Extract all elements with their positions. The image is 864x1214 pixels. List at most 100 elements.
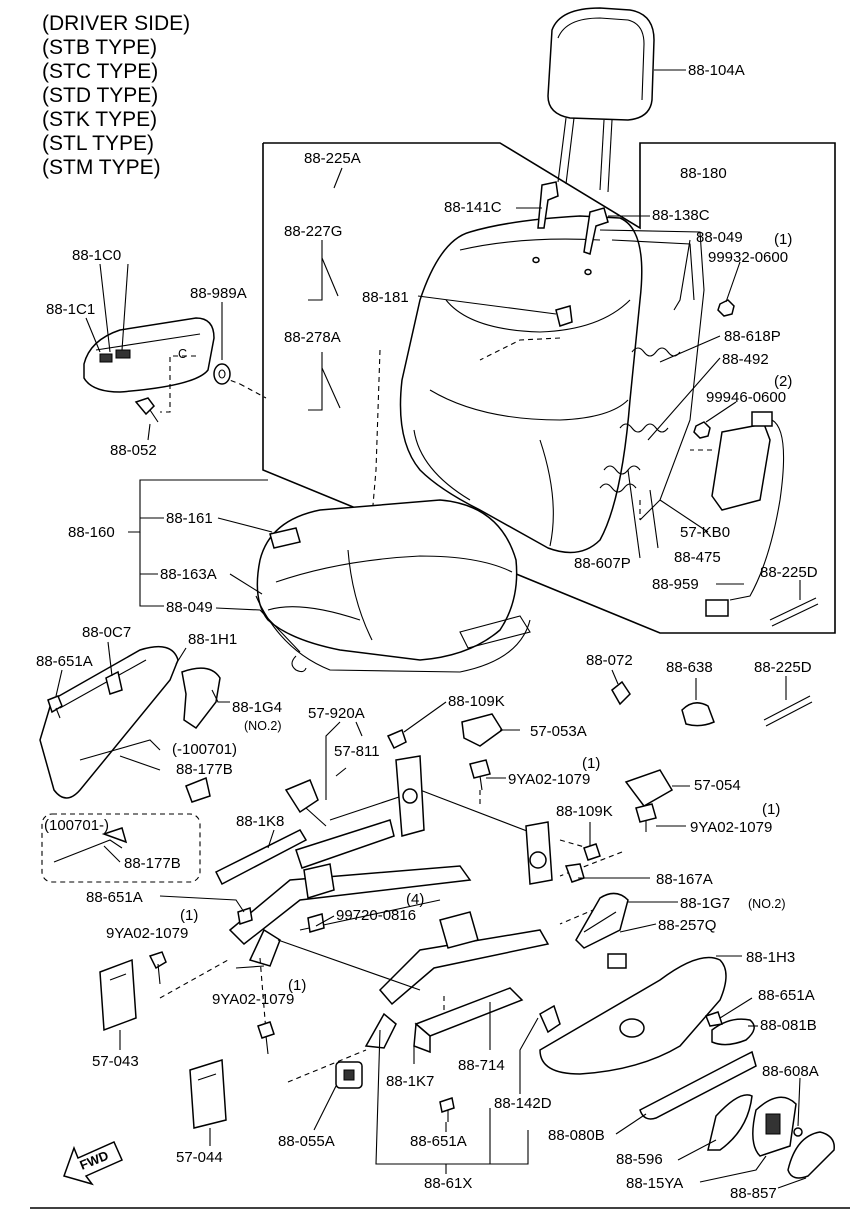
title-line: (STB TYPE) bbox=[42, 36, 157, 59]
part-label: 88-104A bbox=[688, 62, 745, 79]
part-label: 88-651A bbox=[410, 1133, 467, 1150]
part-label: 99946-0600 bbox=[706, 389, 786, 406]
part-label: 99720-0816 bbox=[336, 907, 416, 924]
part-labels: 88-104A 88-180 88-225A 88-141C 88-138C 8… bbox=[36, 62, 819, 1202]
title-line: (STD TYPE) bbox=[42, 84, 158, 107]
part-label: 9YA02-1079 bbox=[106, 925, 188, 942]
seat-track-illustration bbox=[159, 755, 623, 1083]
part-label: 88-607P bbox=[574, 555, 631, 572]
part-label: 9YA02-1079 bbox=[212, 991, 294, 1008]
part-label: 88-109K bbox=[448, 693, 505, 710]
title-line: (STM TYPE) bbox=[42, 156, 161, 179]
title-line: (DRIVER SIDE) bbox=[42, 12, 190, 35]
part-label: 88-181 bbox=[362, 289, 409, 306]
part-label: 57-811 bbox=[334, 743, 380, 760]
part-label: 88-180 bbox=[680, 165, 727, 182]
part-label: 88-177B bbox=[124, 855, 181, 872]
label-leaders bbox=[55, 69, 807, 1189]
seat-cushion-illustration bbox=[255, 499, 531, 673]
part-label: 88-072 bbox=[586, 652, 633, 669]
left-side-trim-illustration bbox=[39, 645, 221, 883]
part-label: 88-1K7 bbox=[386, 1073, 434, 1090]
part-label: 88-049 bbox=[166, 599, 213, 616]
title-line: (STC TYPE) bbox=[42, 60, 158, 83]
quantity-label: (1) bbox=[582, 755, 600, 772]
svg-text:C: C bbox=[178, 347, 187, 361]
title-block: (DRIVER SIDE) (STB TYPE) (STC TYPE) (STD… bbox=[42, 12, 190, 179]
part-label: 88-1G7 bbox=[680, 895, 730, 912]
part-label: 88-0C7 bbox=[82, 624, 131, 641]
part-label: 88-278A bbox=[284, 329, 341, 346]
part-label: 88-141C bbox=[444, 199, 502, 216]
part-label: 88-1H3 bbox=[746, 949, 795, 966]
part-label: 88-081B bbox=[760, 1017, 817, 1034]
part-label: 88-651A bbox=[36, 653, 93, 670]
part-label: 88-15YA bbox=[626, 1175, 683, 1192]
quantity-label: (1) bbox=[288, 977, 306, 994]
part-label: 88-959 bbox=[652, 576, 699, 593]
headrest-illustration bbox=[547, 7, 655, 193]
part-label: 88-1H1 bbox=[188, 631, 237, 648]
part-label: 9YA02-1079 bbox=[690, 819, 772, 836]
part-label: 88-651A bbox=[86, 889, 143, 906]
part-label: 88-049 bbox=[696, 229, 743, 246]
part-label: 88-225D bbox=[754, 659, 812, 676]
part-label: 57-053A bbox=[530, 723, 587, 740]
part-note: (100701-) bbox=[44, 817, 109, 834]
part-label: 88-055A bbox=[278, 1133, 335, 1150]
title-line: (STL TYPE) bbox=[42, 132, 154, 155]
part-label: 88-618P bbox=[724, 328, 781, 345]
quantity-label: (1) bbox=[774, 231, 792, 248]
part-label: 88-177B bbox=[176, 761, 233, 778]
part-label: 57-044 bbox=[176, 1149, 223, 1166]
part-label: 88-052 bbox=[110, 442, 157, 459]
part-label: 88-1C1 bbox=[46, 301, 95, 318]
lower-left-covers-illustration bbox=[99, 907, 455, 1129]
part-label: 88-714 bbox=[458, 1057, 505, 1074]
part-label: 88-608A bbox=[762, 1063, 819, 1080]
title-line: (STK TYPE) bbox=[42, 108, 157, 131]
part-label: 88-1C0 bbox=[72, 247, 121, 264]
part-label: 88-857 bbox=[730, 1185, 777, 1202]
part-label: 9YA02-1079 bbox=[508, 771, 590, 788]
part-label: 88-109K bbox=[556, 803, 613, 820]
part-label: 88-142D bbox=[494, 1095, 552, 1112]
part-label: 88-638 bbox=[666, 659, 713, 676]
quantity-label: (1) bbox=[180, 907, 198, 924]
part-label: 88-651A bbox=[758, 987, 815, 1004]
part-label: 88-080B bbox=[548, 1127, 605, 1144]
part-label: 88-161 bbox=[166, 510, 213, 527]
part-label: 88-163A bbox=[160, 566, 217, 583]
part-label: 99932-0600 bbox=[708, 249, 788, 266]
part-label: 88-492 bbox=[722, 351, 769, 368]
part-label: 88-227G bbox=[284, 223, 342, 240]
part-label: 88-225A bbox=[304, 150, 361, 167]
part-label: 88-225D bbox=[760, 564, 818, 581]
hardware-right-illustration bbox=[386, 680, 835, 1179]
part-label: 88-61X bbox=[424, 1175, 472, 1192]
part-label: 88-1G4 bbox=[232, 699, 282, 716]
part-note: (-100701) bbox=[172, 741, 237, 758]
forward-arrow-icon: FWD bbox=[63, 1141, 123, 1186]
part-label: 57-920A bbox=[308, 705, 365, 722]
part-label: 88-138C bbox=[652, 207, 710, 224]
part-label: 88-257Q bbox=[658, 917, 716, 934]
part-label: 88-167A bbox=[656, 871, 713, 888]
quantity-label: (1) bbox=[762, 801, 780, 818]
part-label: 88-596 bbox=[616, 1151, 663, 1168]
part-label: 88-475 bbox=[674, 549, 721, 566]
part-note: (NO.2) bbox=[244, 719, 282, 733]
quantity-label: (4) bbox=[406, 891, 424, 908]
part-label: 88-160 bbox=[68, 524, 115, 541]
seat-back-illustration bbox=[369, 181, 819, 627]
part-note: (NO.2) bbox=[748, 897, 786, 911]
part-label: 57-054 bbox=[694, 777, 741, 794]
part-label: 88-1K8 bbox=[236, 813, 284, 830]
part-label: 57-043 bbox=[92, 1053, 139, 1070]
armrest-illustration: C bbox=[83, 317, 267, 423]
part-label: 57-KB0 bbox=[680, 524, 730, 541]
quantity-label: (2) bbox=[774, 373, 792, 390]
part-label: 88-989A bbox=[190, 285, 247, 302]
